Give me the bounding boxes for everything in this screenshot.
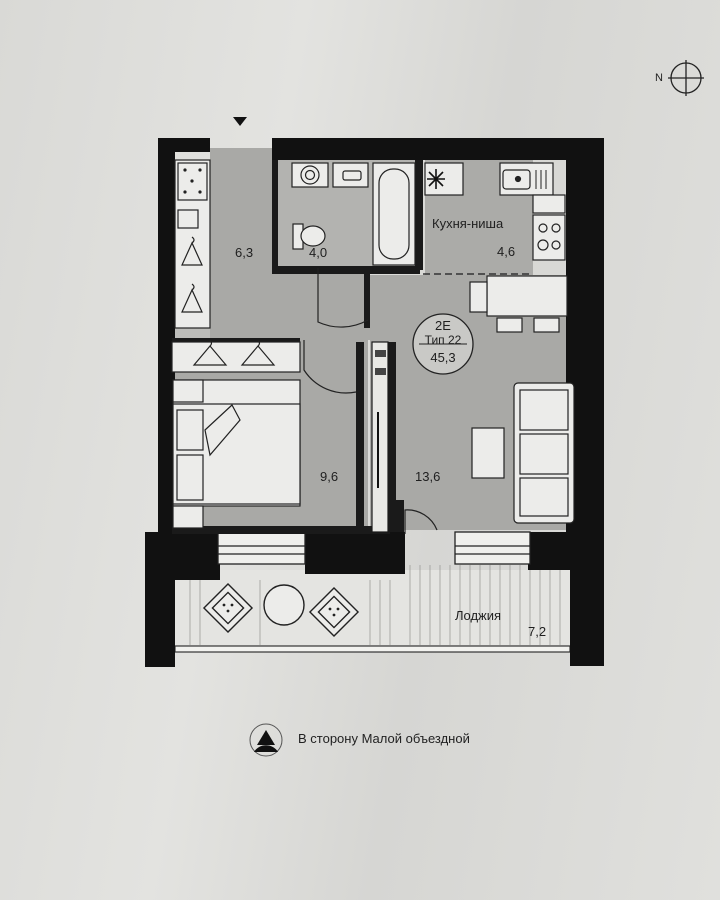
living-furniture	[471, 382, 575, 524]
door-swings	[303, 268, 438, 534]
kitchen-area: 4,6	[497, 244, 515, 259]
hall-area: 6,3	[235, 245, 253, 260]
loggia-glazing	[174, 645, 571, 653]
bed	[172, 379, 301, 529]
bedroom-area: 9,6	[320, 469, 338, 484]
dining-set	[469, 275, 568, 333]
shaft	[371, 341, 389, 533]
apartment-badge: 2E Тип 22 45,3	[412, 313, 474, 375]
snowflake-icon	[427, 169, 445, 189]
kitchen-name: Кухня-ниша	[432, 216, 504, 231]
kitchen-fixtures	[424, 162, 566, 261]
outer-walls	[145, 138, 604, 667]
loggia-planks	[189, 565, 561, 645]
interior-walls	[172, 160, 423, 534]
chair-dots	[222, 603, 340, 617]
loggia-furniture	[202, 582, 360, 638]
sink-drain-lines	[535, 170, 547, 189]
hanger-icons-closet	[192, 340, 276, 366]
badge-total-area: 45,3	[430, 350, 455, 365]
north-letter: N	[655, 72, 663, 84]
badge-type: Тип 22	[425, 333, 462, 347]
living-area: 13,6	[415, 469, 440, 484]
wardrobe-dots	[183, 168, 202, 194]
shaft-vents	[375, 350, 386, 375]
triangle-down-icon	[233, 117, 247, 126]
closet-bedroom	[171, 341, 301, 373]
direction-arrow-icon	[249, 723, 283, 757]
compass-icon	[668, 60, 704, 96]
bathroom-area: 4,0	[309, 245, 327, 260]
direction-caption: В сторону Малой объездной	[298, 731, 470, 746]
hanger-icons-wardrobe	[181, 236, 203, 313]
loggia-area: 7,2	[528, 624, 546, 639]
loggia-name: Лоджия	[455, 608, 501, 623]
bathroom-fixtures	[291, 162, 416, 266]
badge-code: 2E	[435, 318, 451, 333]
